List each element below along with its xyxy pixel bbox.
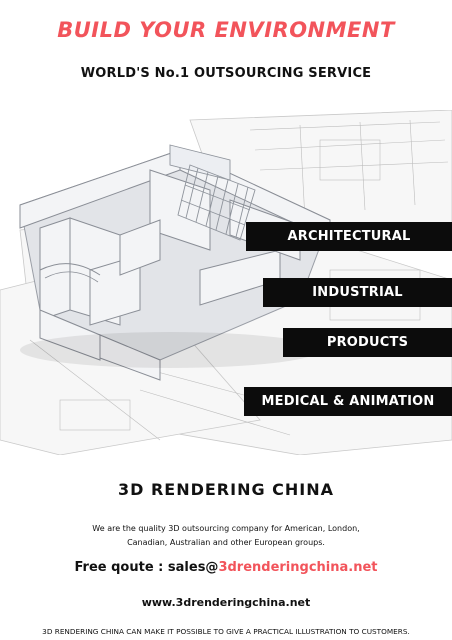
- footer-statement: 3D RENDERING CHINA CAN MAKE IT POSSIBLE …: [42, 627, 410, 636]
- company-tagline: We are the quality 3D outsourcing compan…: [70, 522, 382, 550]
- architectural-model-image: [0, 110, 452, 455]
- email-user[interactable]: sales@: [167, 560, 219, 575]
- service-architectural: ARCHITECTURAL: [246, 222, 452, 251]
- tagline-line-1: We are the quality 3D outsourcing compan…: [92, 524, 360, 533]
- model-shadow: [20, 332, 320, 368]
- email-domain[interactable]: 3drenderingchina.net: [218, 560, 378, 575]
- curved-stair: [39, 263, 101, 276]
- headline: BUILD YOUR ENVIRONMENT: [57, 18, 395, 42]
- blueprint-lines: [29, 119, 449, 441]
- tagline-line-2: Canadian, Australian and other European …: [127, 538, 325, 547]
- service-products: PRODUCTS: [283, 328, 452, 357]
- service-medical-animation: MEDICAL & ANIMATION: [244, 387, 452, 416]
- website-link[interactable]: www.3drenderingchina.net: [141, 596, 311, 609]
- glass-roof: [169, 144, 256, 241]
- free-quote-label: Free qoute :: [74, 560, 168, 575]
- service-industrial: INDUSTRIAL: [263, 278, 452, 307]
- free-quote-contact: Free qoute : sales@3drenderingchina.net: [0, 560, 452, 575]
- company-name: 3D RENDERING CHINA: [117, 480, 335, 499]
- subheadline: WORLD'S No.1 OUTSOURCING SERVICE: [80, 66, 372, 81]
